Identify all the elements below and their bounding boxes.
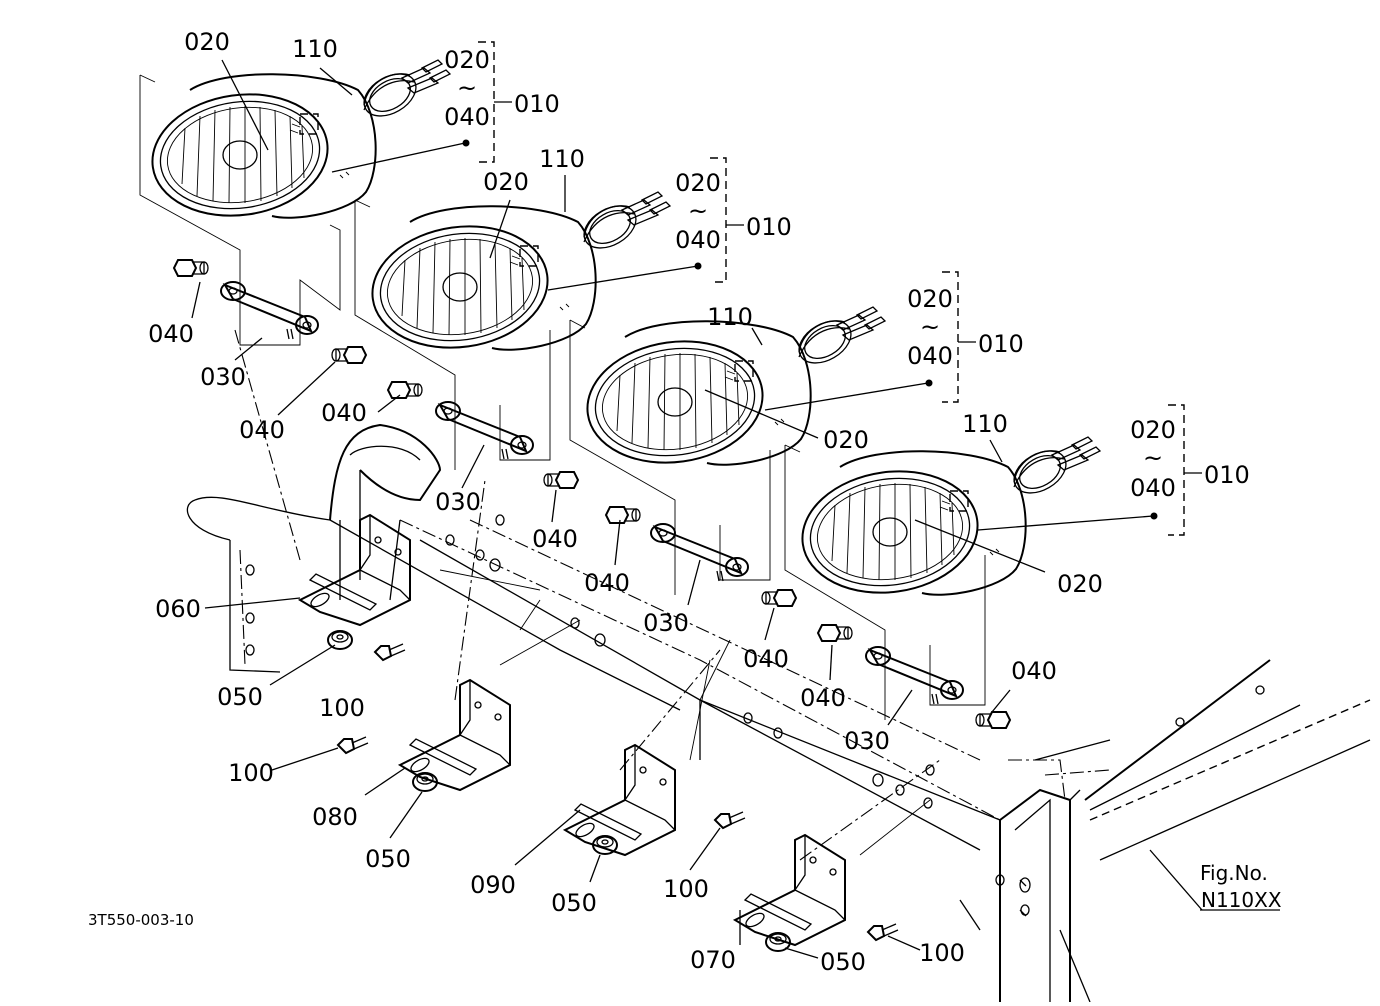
nut-050-1 bbox=[327, 630, 353, 650]
label-020-a: 020 bbox=[184, 28, 230, 56]
lamp-stay-4 bbox=[865, 646, 964, 705]
label-040-2: 040 bbox=[239, 416, 285, 444]
label-050-4: 050 bbox=[820, 948, 866, 976]
assembly-3-to: 040 bbox=[907, 342, 953, 370]
assembly-bracket-4: 020 ~ 040 010 bbox=[1130, 404, 1250, 536]
label-070: 070 bbox=[690, 946, 736, 974]
bolt-040-1b bbox=[331, 346, 367, 364]
callout-dot-2 bbox=[694, 262, 702, 270]
work-lamp-1 bbox=[143, 59, 451, 228]
leader-lines bbox=[191, 59, 1280, 959]
label-020-d: 020 bbox=[1057, 570, 1103, 598]
fig-no-value: N110XX bbox=[1201, 888, 1282, 912]
bolt-040-4b bbox=[975, 711, 1011, 729]
assembly-bracket-3: 020 ~ 040 010 bbox=[907, 271, 1024, 403]
label-040-6: 040 bbox=[743, 645, 789, 673]
label-080: 080 bbox=[312, 803, 358, 831]
bracket-070 bbox=[734, 834, 846, 946]
assembly-2-range: ~ bbox=[688, 197, 708, 225]
label-050-1: 050 bbox=[217, 683, 263, 711]
assembly-4-ref: 010 bbox=[1204, 461, 1250, 489]
label-110-b: 110 bbox=[539, 145, 585, 173]
callout-dot-1 bbox=[462, 139, 470, 147]
assembly-2-ref: 010 bbox=[746, 213, 792, 241]
assembly-1-from: 020 bbox=[444, 46, 490, 74]
callout-dot-3 bbox=[925, 379, 933, 387]
assembly-4-to: 040 bbox=[1130, 474, 1176, 502]
bracket-090 bbox=[564, 744, 676, 856]
drawing-code: 3T550-003-10 bbox=[88, 911, 194, 929]
assembly-1-to: 040 bbox=[444, 103, 490, 131]
tractor-frame bbox=[699, 659, 1371, 1003]
assembly-bracket-1: 020 ~ 040 010 bbox=[444, 41, 560, 163]
label-050-3: 050 bbox=[551, 889, 597, 917]
bolt-040-4a bbox=[817, 624, 853, 642]
assembly-4-from: 020 bbox=[1130, 416, 1176, 444]
label-060: 060 bbox=[155, 595, 201, 623]
label-030-1: 030 bbox=[200, 363, 246, 391]
label-100-4: 100 bbox=[919, 939, 965, 967]
label-020-c: 020 bbox=[823, 426, 869, 454]
label-040-1: 040 bbox=[148, 320, 194, 348]
bolt-040-3b bbox=[761, 589, 797, 607]
callout-dot-4 bbox=[1150, 512, 1158, 520]
assembly-bracket-2: 020 ~ 040 010 bbox=[675, 157, 792, 283]
label-030-4: 030 bbox=[844, 727, 890, 755]
label-110-a: 110 bbox=[292, 35, 338, 63]
screw-100-2 bbox=[337, 736, 369, 754]
label-030-3: 030 bbox=[643, 609, 689, 637]
assembly-1-ref: 010 bbox=[514, 90, 560, 118]
screw-100-3 bbox=[714, 811, 746, 829]
label-110-d: 110 bbox=[962, 410, 1008, 438]
assembly-2-to: 040 bbox=[675, 226, 721, 254]
bolt-040-2b bbox=[543, 471, 579, 489]
label-090: 090 bbox=[470, 871, 516, 899]
label-040-4: 040 bbox=[532, 525, 578, 553]
assembly-4-range: ~ bbox=[1143, 444, 1163, 472]
screw-100-1 bbox=[374, 643, 406, 661]
label-050-2: 050 bbox=[365, 845, 411, 873]
bolt-040-1a bbox=[173, 259, 209, 277]
label-040-5: 040 bbox=[584, 569, 630, 597]
assembly-3-from: 020 bbox=[907, 285, 953, 313]
label-100-1: 100 bbox=[319, 694, 365, 722]
label-100-3: 100 bbox=[663, 875, 709, 903]
work-lamp-2 bbox=[363, 191, 671, 360]
lamp-stay-2 bbox=[435, 401, 534, 460]
bolt-040-2a bbox=[387, 381, 423, 399]
label-040-8: 040 bbox=[1011, 657, 1057, 685]
assembly-3-range: ~ bbox=[920, 313, 940, 341]
fig-no-label: Fig.No. bbox=[1200, 861, 1268, 885]
assembly-3-ref: 010 bbox=[978, 330, 1024, 358]
work-lamp-4 bbox=[793, 436, 1101, 605]
lamp-stay-3 bbox=[650, 523, 749, 582]
frame-rails bbox=[186, 423, 1001, 851]
label-020-b: 020 bbox=[483, 168, 529, 196]
bolt-040-3a bbox=[605, 506, 641, 524]
label-040-3: 040 bbox=[321, 399, 367, 427]
label-110-c: 110 bbox=[707, 303, 753, 331]
label-030-2: 030 bbox=[435, 488, 481, 516]
part-labels: 020 110 020 110 110 110 020 020 040 030 … bbox=[148, 28, 1103, 976]
screw-100-4 bbox=[867, 923, 899, 941]
label-100-2: 100 bbox=[228, 759, 274, 787]
assembly-1-range: ~ bbox=[457, 74, 477, 102]
label-040-7: 040 bbox=[800, 684, 846, 712]
assembly-2-from: 020 bbox=[675, 169, 721, 197]
